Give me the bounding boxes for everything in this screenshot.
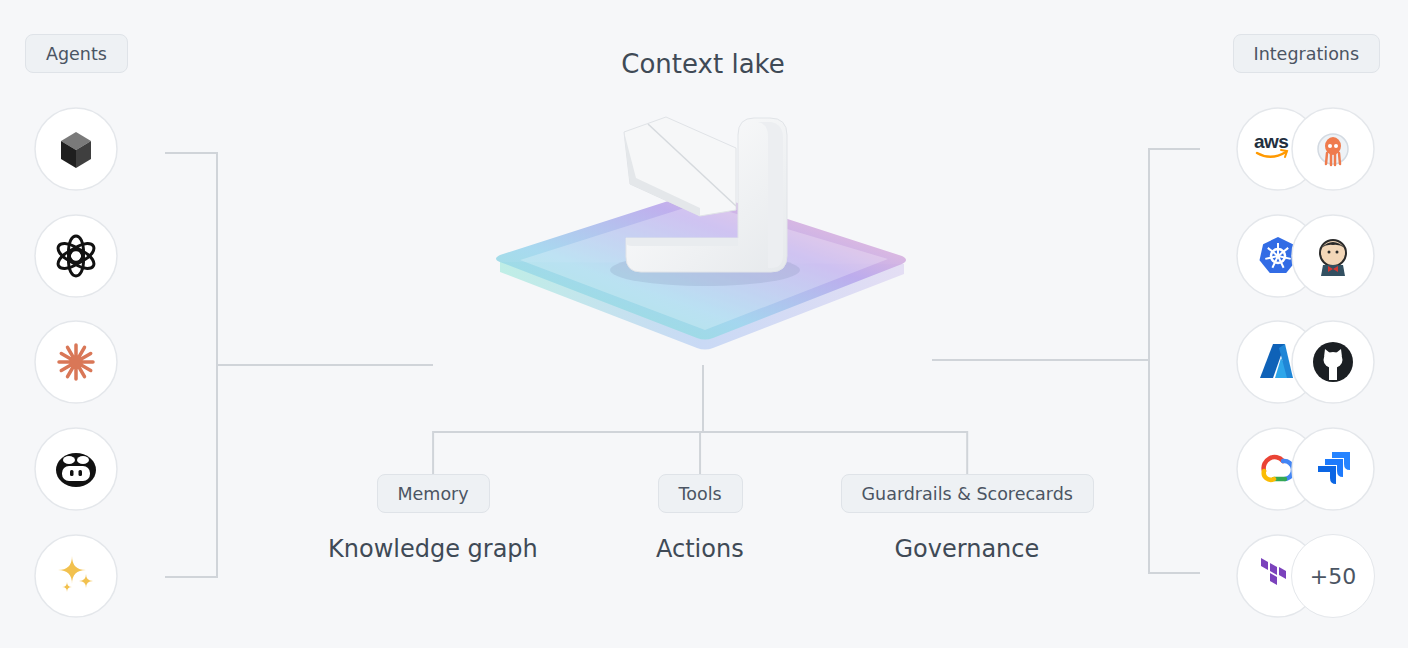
copilot-goggle [77, 456, 89, 464]
logo-folded-square [624, 117, 736, 216]
copilot-logo [56, 453, 96, 487]
count-badge: +50 [1291, 534, 1375, 618]
kubernetes-logo [1260, 237, 1297, 273]
icon-circle [35, 428, 117, 510]
logo-petal [55, 240, 87, 267]
pill-label: Integrations [1254, 44, 1360, 64]
k8s-spokes [1265, 243, 1290, 268]
icon-circle [1292, 108, 1374, 190]
copilot-eye [70, 470, 74, 476]
logo-fold-shade [624, 132, 700, 216]
agents-bracket [165, 153, 433, 577]
copilot-head [56, 453, 96, 487]
argo-tentacles [1326, 153, 1340, 165]
capability-pill: Guardrails & Scorecards [841, 474, 1094, 513]
pill-label: Guardrails & Scorecards [862, 484, 1073, 504]
jira-chevron [1318, 466, 1336, 484]
argo-eye [1334, 144, 1338, 148]
jenkins-face [1320, 240, 1346, 266]
jenkins-hair [1321, 242, 1345, 248]
cube-logo [61, 132, 91, 168]
cloud-yellow [1264, 471, 1274, 480]
copilot-eye [79, 470, 83, 476]
logo-wordmark: aws [1254, 132, 1288, 152]
icon-circle [35, 321, 117, 403]
cloud-red [1264, 457, 1283, 471]
pill-label: Memory [398, 484, 469, 504]
capability-pill: Tools [658, 474, 743, 513]
pillar-caption: Governance [895, 534, 1040, 564]
github-ear [1336, 349, 1342, 357]
sparkle [62, 582, 72, 592]
cube-right [76, 141, 91, 168]
context-hub: Context lake [490, 40, 916, 365]
azure-edge [1279, 344, 1293, 378]
google-cloud-logo [1264, 457, 1293, 480]
pill-label: Agents [46, 44, 107, 64]
logo-l-ledge [626, 238, 738, 246]
terraform-block [1261, 558, 1268, 570]
icon-circle [35, 215, 117, 297]
capability-pill: Memory [377, 474, 490, 513]
context-lake-illustration [496, 117, 906, 350]
icon-circle [1292, 428, 1374, 510]
connector-line [700, 365, 703, 474]
copilot-face [62, 466, 90, 481]
gemini-sparkles [58, 556, 93, 592]
jenkins-eye [1336, 251, 1339, 254]
pillar-caption: Knowledge graph [328, 534, 538, 564]
openai-logo [55, 236, 97, 276]
terraform-block [1270, 563, 1277, 575]
section-pill: Integrations [1233, 34, 1381, 73]
section-pill: Agents [25, 34, 128, 73]
icon-circle [1292, 215, 1374, 297]
smile-arrow [1257, 152, 1286, 157]
jenkins-eye [1328, 251, 1331, 254]
icon-circle [35, 108, 117, 190]
claude-logo [59, 345, 93, 379]
agent-icon-circles [35, 108, 117, 617]
argo-eye [1328, 144, 1332, 148]
github-logo [1313, 342, 1353, 382]
sparkle [79, 574, 93, 588]
hub-title: Context lake [490, 40, 916, 80]
terraform-block [1270, 573, 1277, 585]
argo-logo [1318, 134, 1348, 165]
connector-line [433, 365, 703, 474]
jenkins-body [1321, 265, 1345, 276]
copilot-goggle [63, 456, 75, 464]
terraform-block [1279, 567, 1286, 579]
jenkins-bowtie [1328, 266, 1338, 272]
github-ear [1324, 349, 1330, 357]
jenkins-logo [1320, 240, 1346, 276]
pillar-caption: Actions [656, 534, 744, 564]
connector-line [703, 365, 967, 474]
sparkle [58, 556, 86, 584]
icon-circle [35, 535, 117, 617]
k8s-heptagon [1260, 237, 1297, 273]
count-text: +50 [1310, 564, 1356, 589]
icon-circle [1292, 321, 1374, 403]
terraform-logo [1261, 558, 1286, 585]
logo-l-side [758, 122, 783, 268]
github-disc [1313, 342, 1353, 382]
integration-front-circles [1292, 108, 1374, 510]
argo-helmet [1318, 134, 1348, 164]
cube-left [61, 141, 76, 168]
github-body [1329, 366, 1337, 380]
jira-logo [1318, 452, 1350, 484]
pill-label: Tools [679, 484, 722, 504]
azure-logo [1260, 344, 1293, 378]
